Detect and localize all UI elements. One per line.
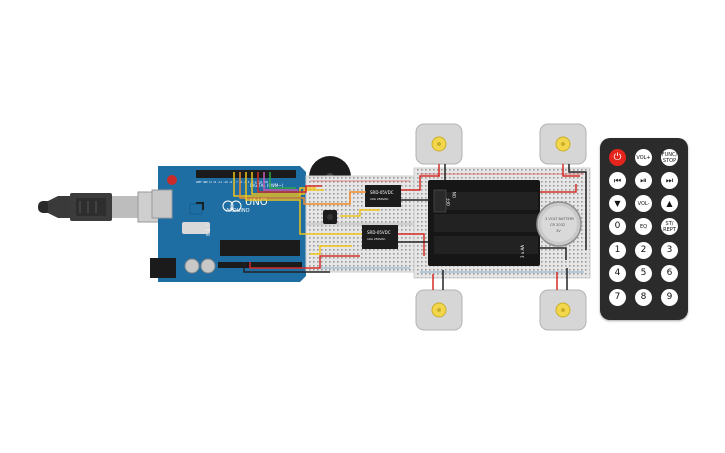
wire-yellow-2 xyxy=(245,172,362,235)
wire-battery-black xyxy=(540,247,567,260)
switch-on-label: ON xyxy=(452,192,457,198)
coin-cell-battery[interactable]: 3 VOLT BATTERY CR 2032 3V xyxy=(536,201,582,247)
wire-red-1 xyxy=(257,172,322,193)
button-4[interactable]: 4 xyxy=(609,265,626,282)
button-6[interactable]: 6 xyxy=(661,265,678,282)
wire-yellow-5 xyxy=(310,245,352,255)
fast-forward-button[interactable]: ⏭ xyxy=(661,172,678,189)
power-icon: ⏻ xyxy=(613,152,622,163)
func-stop-button[interactable]: FUNC/ STOP xyxy=(661,149,678,166)
wires xyxy=(233,164,587,290)
motor-bottom-right[interactable] xyxy=(539,289,587,331)
reset-button[interactable] xyxy=(167,175,177,185)
wire-motor-tr-black xyxy=(568,164,587,250)
relay-1[interactable]: SRD-05VDC 10A 250VAC xyxy=(365,185,401,207)
coin-cell-line-2: CR 2032 xyxy=(550,223,565,227)
capacitor-1 xyxy=(184,258,200,274)
relay-2[interactable]: SRD-05VDC 10A 250VAC xyxy=(362,225,398,249)
coin-cell-line-1: 3 VOLT BATTERY xyxy=(545,217,575,221)
header-pin-labels: AREF GND 13 12 ~11 ~10 ~9 8 7 ~6 ~5 4 ~3… xyxy=(196,181,269,184)
wire-red-2 xyxy=(249,255,360,269)
uno-label: UNO xyxy=(245,197,268,208)
button-3[interactable]: 3 xyxy=(661,242,678,259)
st-rept-button[interactable]: ST/ REPT xyxy=(661,218,678,235)
capacitor-2 xyxy=(200,258,216,274)
usb-port xyxy=(151,189,173,219)
rx-label: RX xyxy=(206,233,210,237)
battery-spec: 3 x AA xyxy=(520,245,525,258)
wire-orange-1 xyxy=(239,172,366,205)
wire-yellow-4 xyxy=(340,209,380,217)
wire-red-3 xyxy=(401,175,440,191)
skip-forward-icon: ⏭ xyxy=(665,176,674,185)
play-pause-button[interactable]: ⏯ xyxy=(635,172,652,189)
tx-label: TX xyxy=(205,228,210,232)
vol-up-button[interactable]: VOL+ xyxy=(635,149,652,166)
power-switch[interactable] xyxy=(433,189,447,213)
relay-1-sub: 10A 250VAC xyxy=(370,197,389,201)
wire-yellow-3 xyxy=(251,172,324,195)
arduino-uno-board[interactable]: ARDUINO UNO DIGITAL (PWM~) AREF GND 13 1… xyxy=(150,166,306,282)
button-0[interactable]: 0 xyxy=(609,218,626,235)
button-1[interactable]: 1 xyxy=(609,242,626,259)
wire-battery-red xyxy=(540,184,577,193)
relay-1-label: SRD-05VDC xyxy=(370,190,394,195)
battery-pack[interactable]: OFF ON 3 x AA xyxy=(428,180,540,266)
power-jack xyxy=(150,258,176,278)
relay-2-label: SRD-05VDC xyxy=(367,230,391,235)
motor-top-left[interactable] xyxy=(415,123,463,165)
ir-remote[interactable]: ⏻ VOL+ FUNC/ STOP ⏮ ⏯ ⏭ ▼ VOL- ▲ 0 EQ ST… xyxy=(600,138,688,320)
arrow-up-icon: ▲ xyxy=(666,199,673,208)
button-8[interactable]: 8 xyxy=(635,289,652,306)
power-header xyxy=(218,262,302,268)
relay-2-sub: 10A 250VAC xyxy=(367,237,386,241)
button-5[interactable]: 5 xyxy=(635,265,652,282)
motor-bottom-left[interactable] xyxy=(415,289,463,331)
rewind-button[interactable]: ⏮ xyxy=(609,172,626,189)
power-button[interactable]: ⏻ xyxy=(609,149,626,166)
vol-down-button[interactable]: VOL- xyxy=(635,195,652,212)
button-2[interactable]: 2 xyxy=(635,242,652,259)
eq-button[interactable]: EQ xyxy=(635,218,652,235)
switch-off-label: OFF xyxy=(446,198,451,206)
ir-receiver[interactable] xyxy=(323,210,337,224)
down-button[interactable]: ▼ xyxy=(609,195,626,212)
up-button[interactable]: ▲ xyxy=(661,195,678,212)
atmega-chip xyxy=(220,240,300,256)
button-7[interactable]: 7 xyxy=(609,289,626,306)
wire-red-4 xyxy=(398,233,425,256)
motor-top-right[interactable] xyxy=(539,123,587,165)
crystal xyxy=(182,222,210,234)
skip-back-icon: ⏮ xyxy=(613,176,622,185)
wire-magenta-1 xyxy=(263,172,298,191)
button-9[interactable]: 9 xyxy=(661,289,678,306)
wire-black-1 xyxy=(243,262,330,273)
l-led-label: L xyxy=(206,223,208,227)
coin-cell-line-3: 3V xyxy=(556,229,561,233)
digital-pwm-label: DIGITAL (PWM~) xyxy=(250,183,284,188)
play-pause-icon: ⏯ xyxy=(640,176,647,185)
wire-motor-tr-red xyxy=(562,164,580,177)
wire-green-1 xyxy=(269,172,296,189)
arduino-logo-icon xyxy=(222,200,234,212)
arrow-down-icon: ▼ xyxy=(614,199,621,208)
usb-cable[interactable] xyxy=(38,191,167,223)
